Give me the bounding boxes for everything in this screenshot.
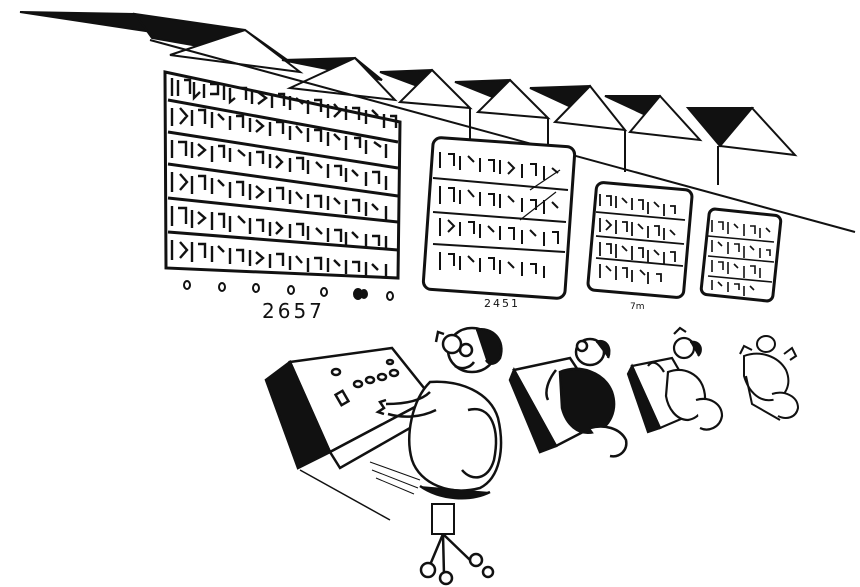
display-board-4 — [699, 207, 783, 303]
operator-foreground — [375, 326, 503, 586]
panel-number-1: 2657 — [262, 299, 325, 323]
display-board-large — [163, 70, 402, 280]
display-board-3 — [586, 181, 694, 299]
panel-number-2: 2451 — [484, 297, 520, 310]
floor-shading — [369, 461, 421, 495]
operator-3 — [626, 326, 724, 434]
operator-2 — [508, 337, 628, 458]
display-board-2 — [421, 136, 577, 300]
factory-roof — [19, 11, 856, 233]
indicator-lamps — [183, 280, 394, 301]
operator-4 — [739, 335, 800, 421]
panel-number-3: 7m — [630, 302, 645, 312]
